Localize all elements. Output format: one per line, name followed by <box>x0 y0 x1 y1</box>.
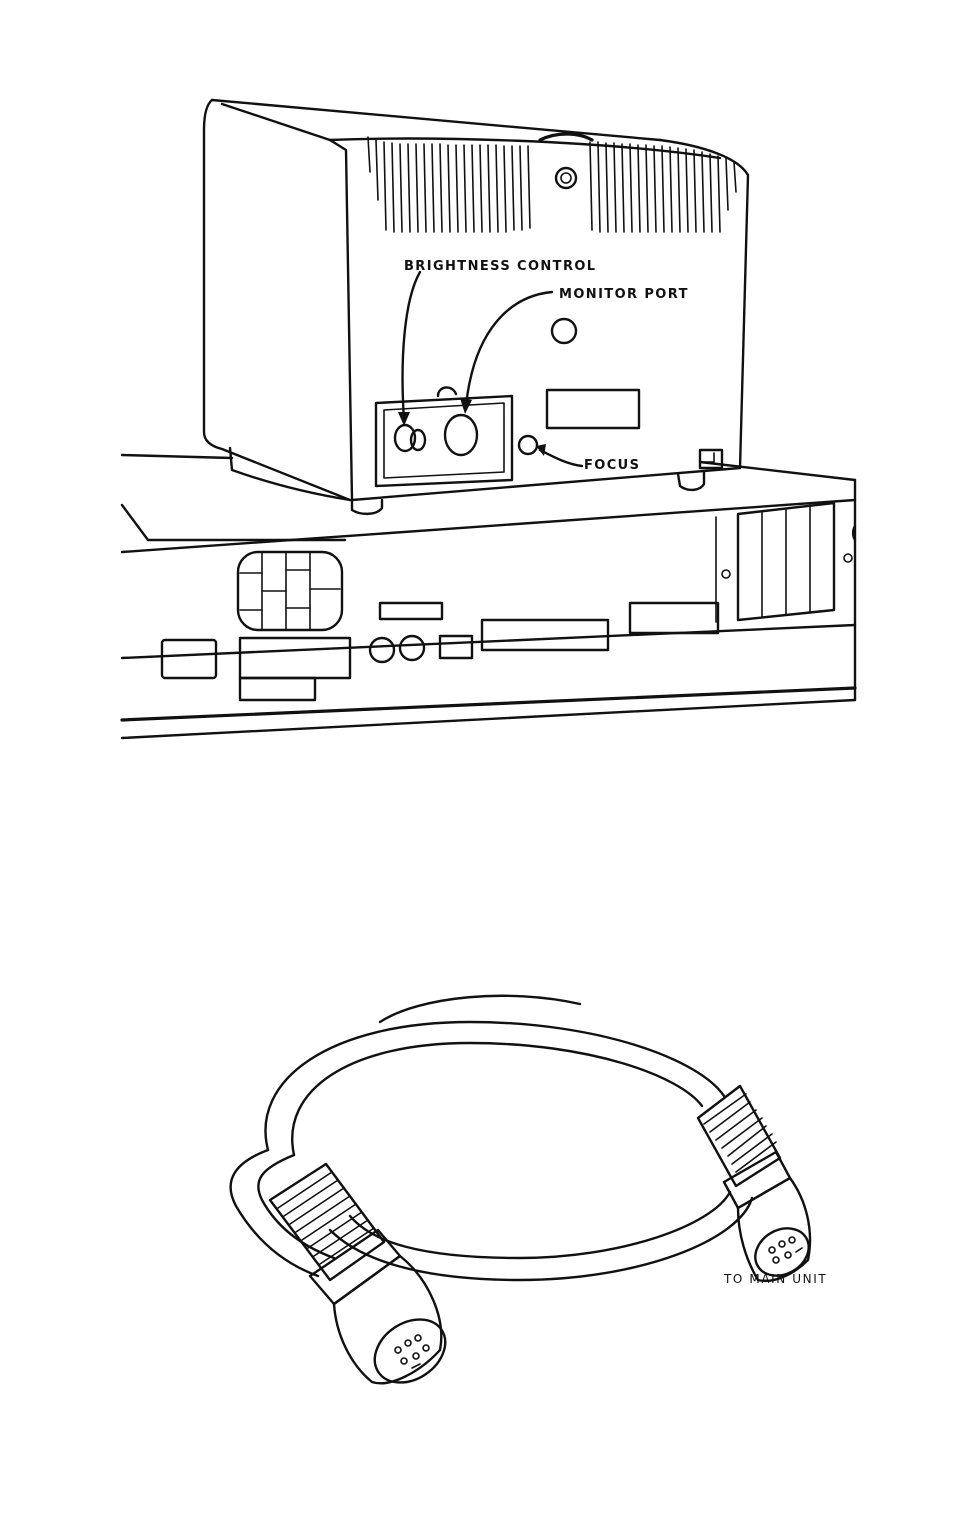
rear-knob <box>552 319 576 343</box>
monitor-cable-drawing: TO MAIN UNIT <box>0 760 954 1524</box>
brightness-control-label: BRIGHTNESS CONTROL <box>404 259 597 274</box>
speaker-grille <box>238 552 342 630</box>
monitor-port-label: MONITOR PORT <box>559 287 689 302</box>
vent-slots <box>368 134 736 232</box>
connector-slot <box>240 638 350 678</box>
monitor-rear-view-drawing: BRIGHTNESS CONTROL MONITOR PORT FOCUS <box>0 0 954 760</box>
monitor-illustration <box>204 100 748 514</box>
label-plate <box>380 603 442 619</box>
focus-label: FOCUS <box>584 458 640 473</box>
monitor-cable <box>231 996 752 1280</box>
connector-slot-lower <box>240 678 315 700</box>
main-unit-illustration <box>122 455 855 738</box>
rear-label-plate <box>547 390 639 428</box>
left-din-plug-icon <box>270 1164 457 1395</box>
round-port-1 <box>370 638 394 662</box>
monitor-port <box>445 415 477 455</box>
brightness-control-knob <box>395 425 425 451</box>
right-din-plug-icon <box>698 1086 817 1285</box>
monitor-cable-figure: TO MAIN UNIT <box>0 760 954 1524</box>
round-port-2 <box>400 636 424 660</box>
focus-control <box>519 436 537 454</box>
edge-connector-1 <box>482 620 608 650</box>
rear-screw <box>556 168 576 188</box>
power-socket <box>162 640 216 678</box>
to-main-unit-label: TO MAIN UNIT <box>723 1272 827 1286</box>
small-port <box>440 636 472 658</box>
expansion-slots <box>716 503 855 622</box>
edge-connector-2 <box>630 603 718 633</box>
monitor-rear-view-figure: BRIGHTNESS CONTROL MONITOR PORT FOCUS <box>0 0 954 760</box>
